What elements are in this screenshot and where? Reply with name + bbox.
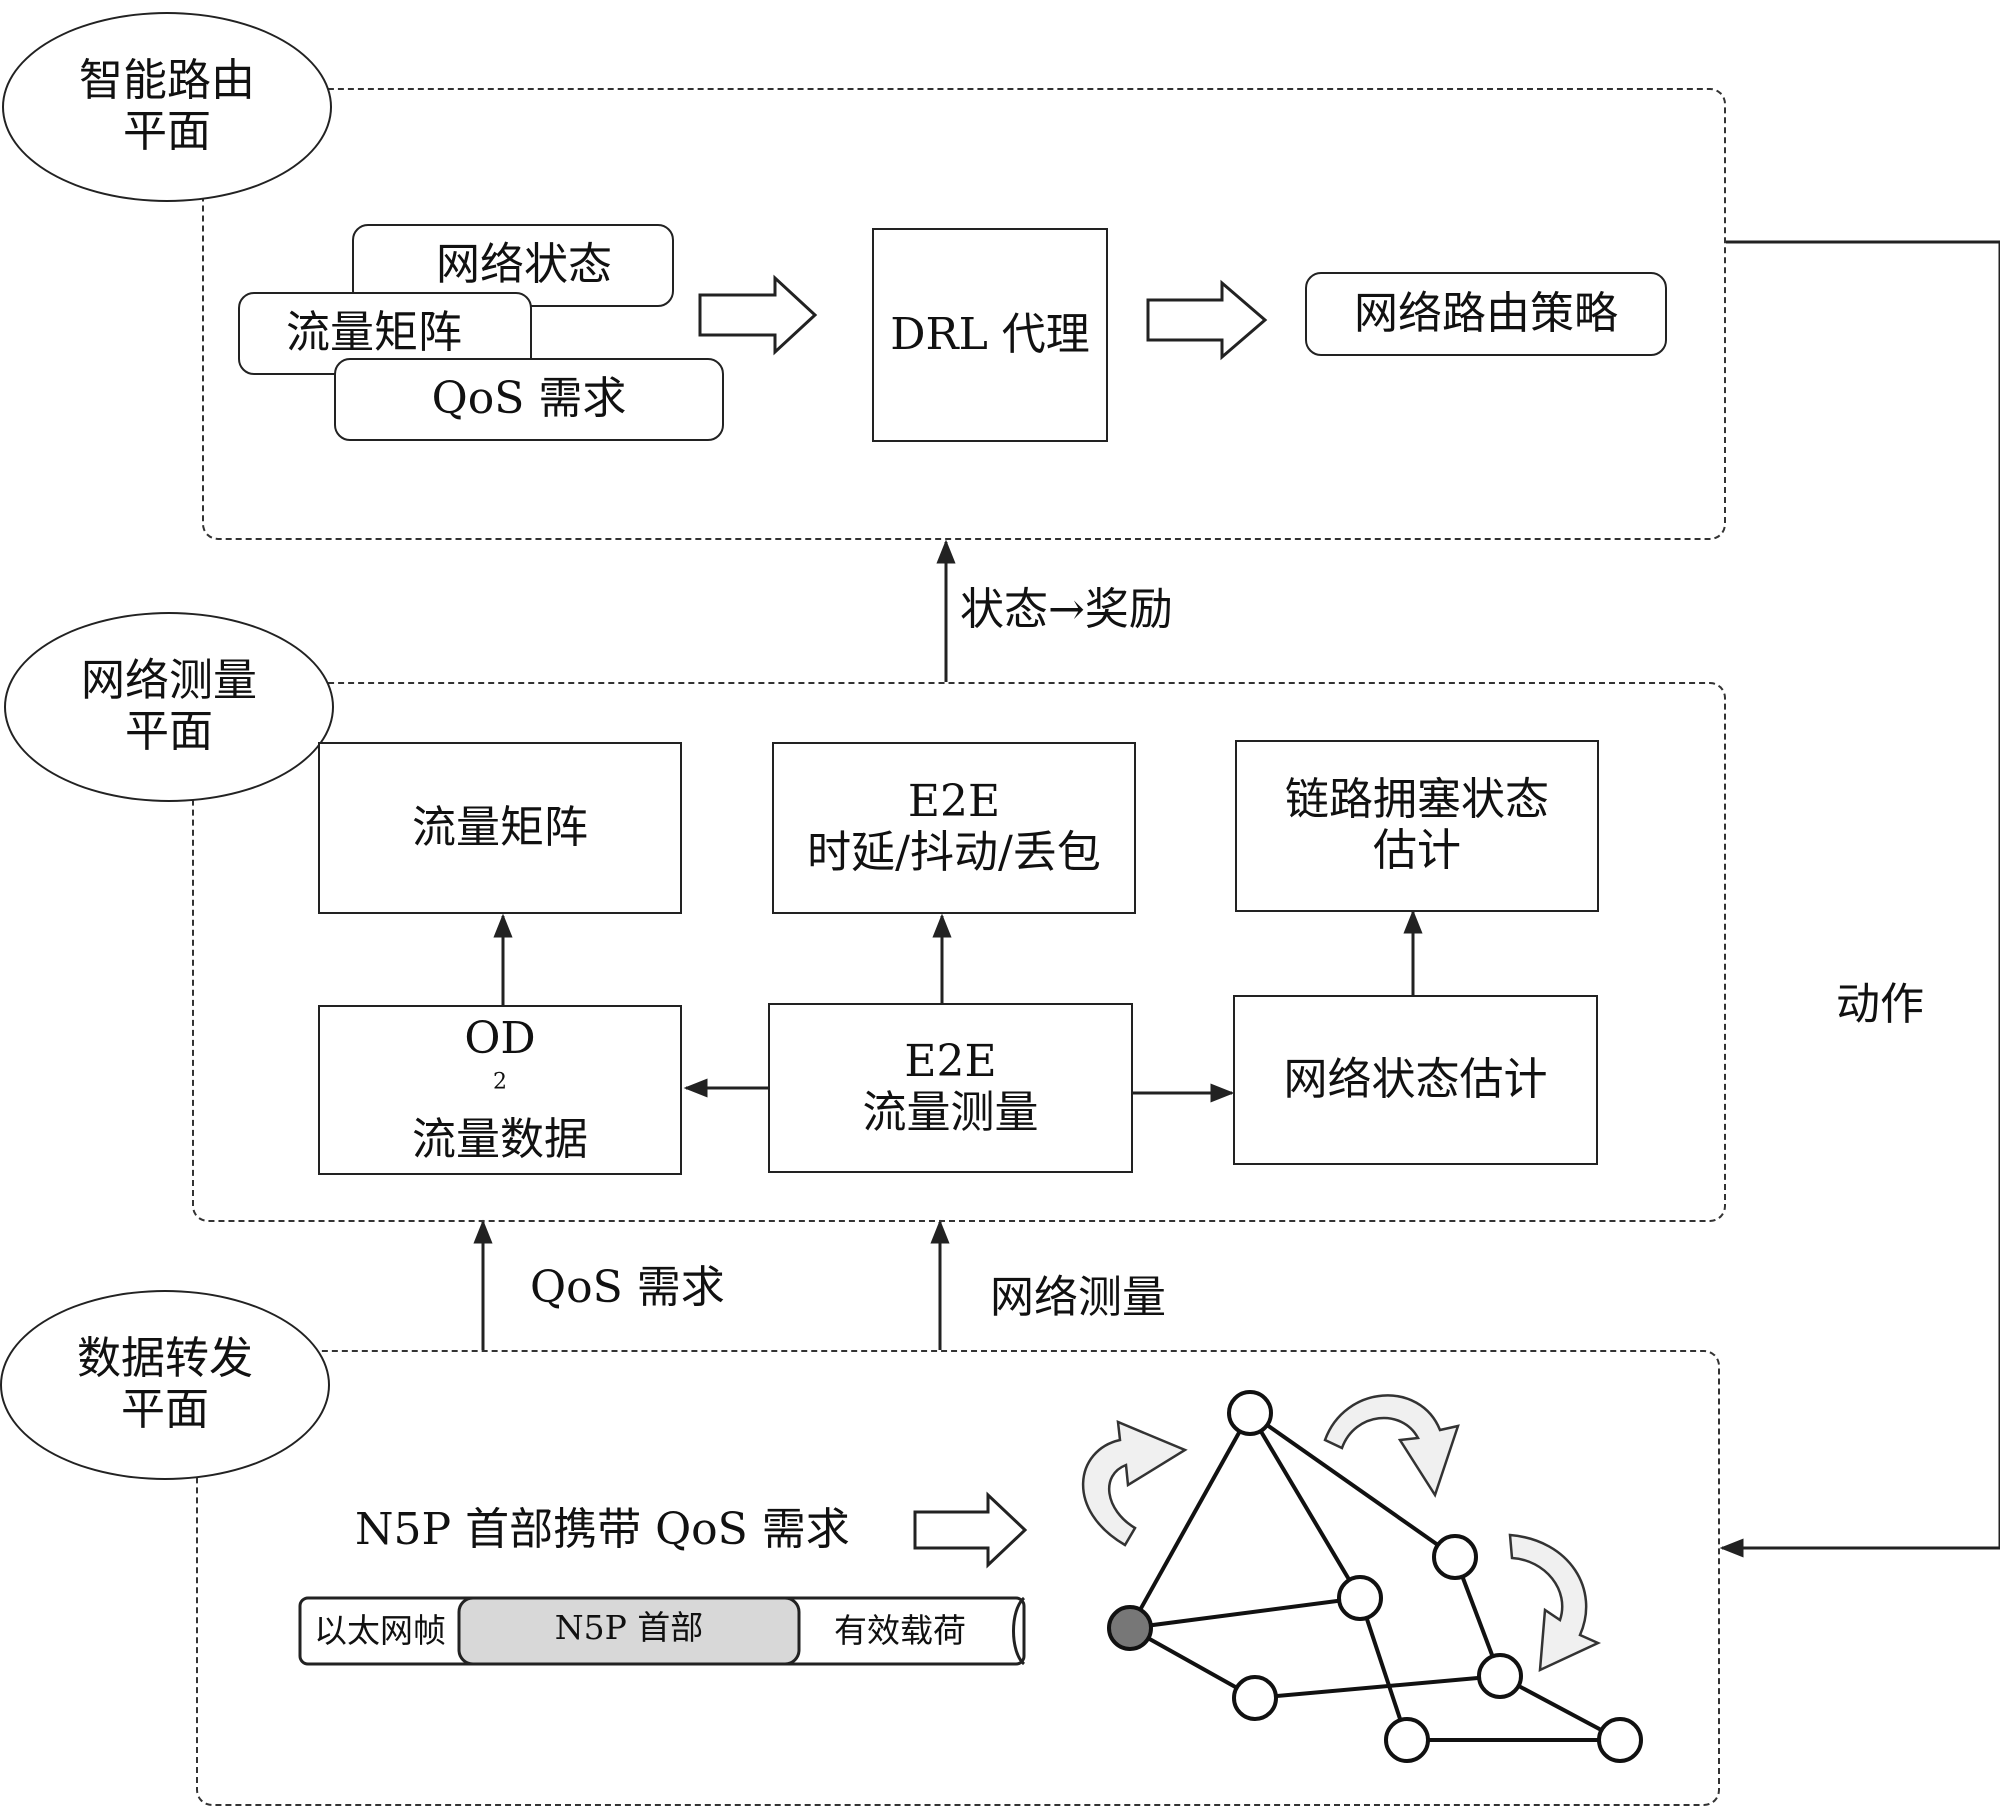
measurement-plane-ellipse: [4, 612, 334, 802]
n5p-caption: N5P 首部携带 QoS 需求: [355, 1503, 850, 1555]
action-label: 动作: [1836, 978, 1924, 1030]
network-nodes: [1107, 1390, 1643, 1763]
source-network-node: [1107, 1605, 1153, 1651]
routing-plane-ellipse: [2, 12, 332, 202]
routing-plane-label: 智能路由平面: [79, 55, 255, 157]
hollow-arrow-icon: [698, 274, 818, 356]
hollow-arrow-icon: [1146, 279, 1268, 361]
forwarding-plane-frame: [196, 1350, 1720, 1806]
network-node: [1337, 1575, 1383, 1621]
routing-policy-box: 网络路由策略: [1305, 272, 1667, 356]
input-traffic-matrix-box: 流量矩阵: [238, 292, 532, 375]
network-node: [1232, 1675, 1278, 1721]
packet-n5p-header: N5P 首部: [554, 1608, 704, 1648]
routing-plane-frame: [202, 88, 1726, 540]
network-state-estimation-box: 网络状态估计: [1233, 995, 1598, 1165]
network-node: [1477, 1653, 1523, 1699]
measurement-plane-label: 网络测量平面: [81, 655, 257, 757]
network-measurement-label: 网络测量: [990, 1271, 1166, 1323]
packet-ethernet-frame: 以太网帧: [314, 1611, 446, 1651]
hollow-arrow-icon: [913, 1491, 1028, 1569]
packet-payload: 有效载荷: [834, 1611, 966, 1651]
forwarding-plane-label: 数据转发平面: [77, 1333, 253, 1435]
network-node: [1227, 1390, 1273, 1436]
packet-structure: [298, 1596, 1026, 1666]
drl-agent-box: DRL 代理: [872, 228, 1108, 442]
network-node: [1432, 1534, 1478, 1580]
measurement-plane-frame: [192, 682, 1726, 1222]
forwarding-plane-ellipse: [0, 1290, 330, 1480]
link-congestion-box: 链路拥塞状态估计: [1235, 740, 1599, 912]
curved-flow-arrow-icon: [1081, 1420, 1188, 1547]
state-reward-label: 状态→奖励: [960, 583, 1173, 635]
curved-flow-arrow-icon: [1508, 1533, 1602, 1673]
curved-flow-arrow-icon: [1323, 1394, 1460, 1498]
qos-demand-label: QoS 需求: [530, 1261, 725, 1313]
input-qos-box: QoS 需求: [334, 358, 724, 441]
network-node: [1384, 1717, 1430, 1763]
network-node: [1597, 1717, 1643, 1763]
traffic-matrix-box: 流量矩阵: [318, 742, 682, 914]
action-line: [1726, 240, 2000, 1548]
